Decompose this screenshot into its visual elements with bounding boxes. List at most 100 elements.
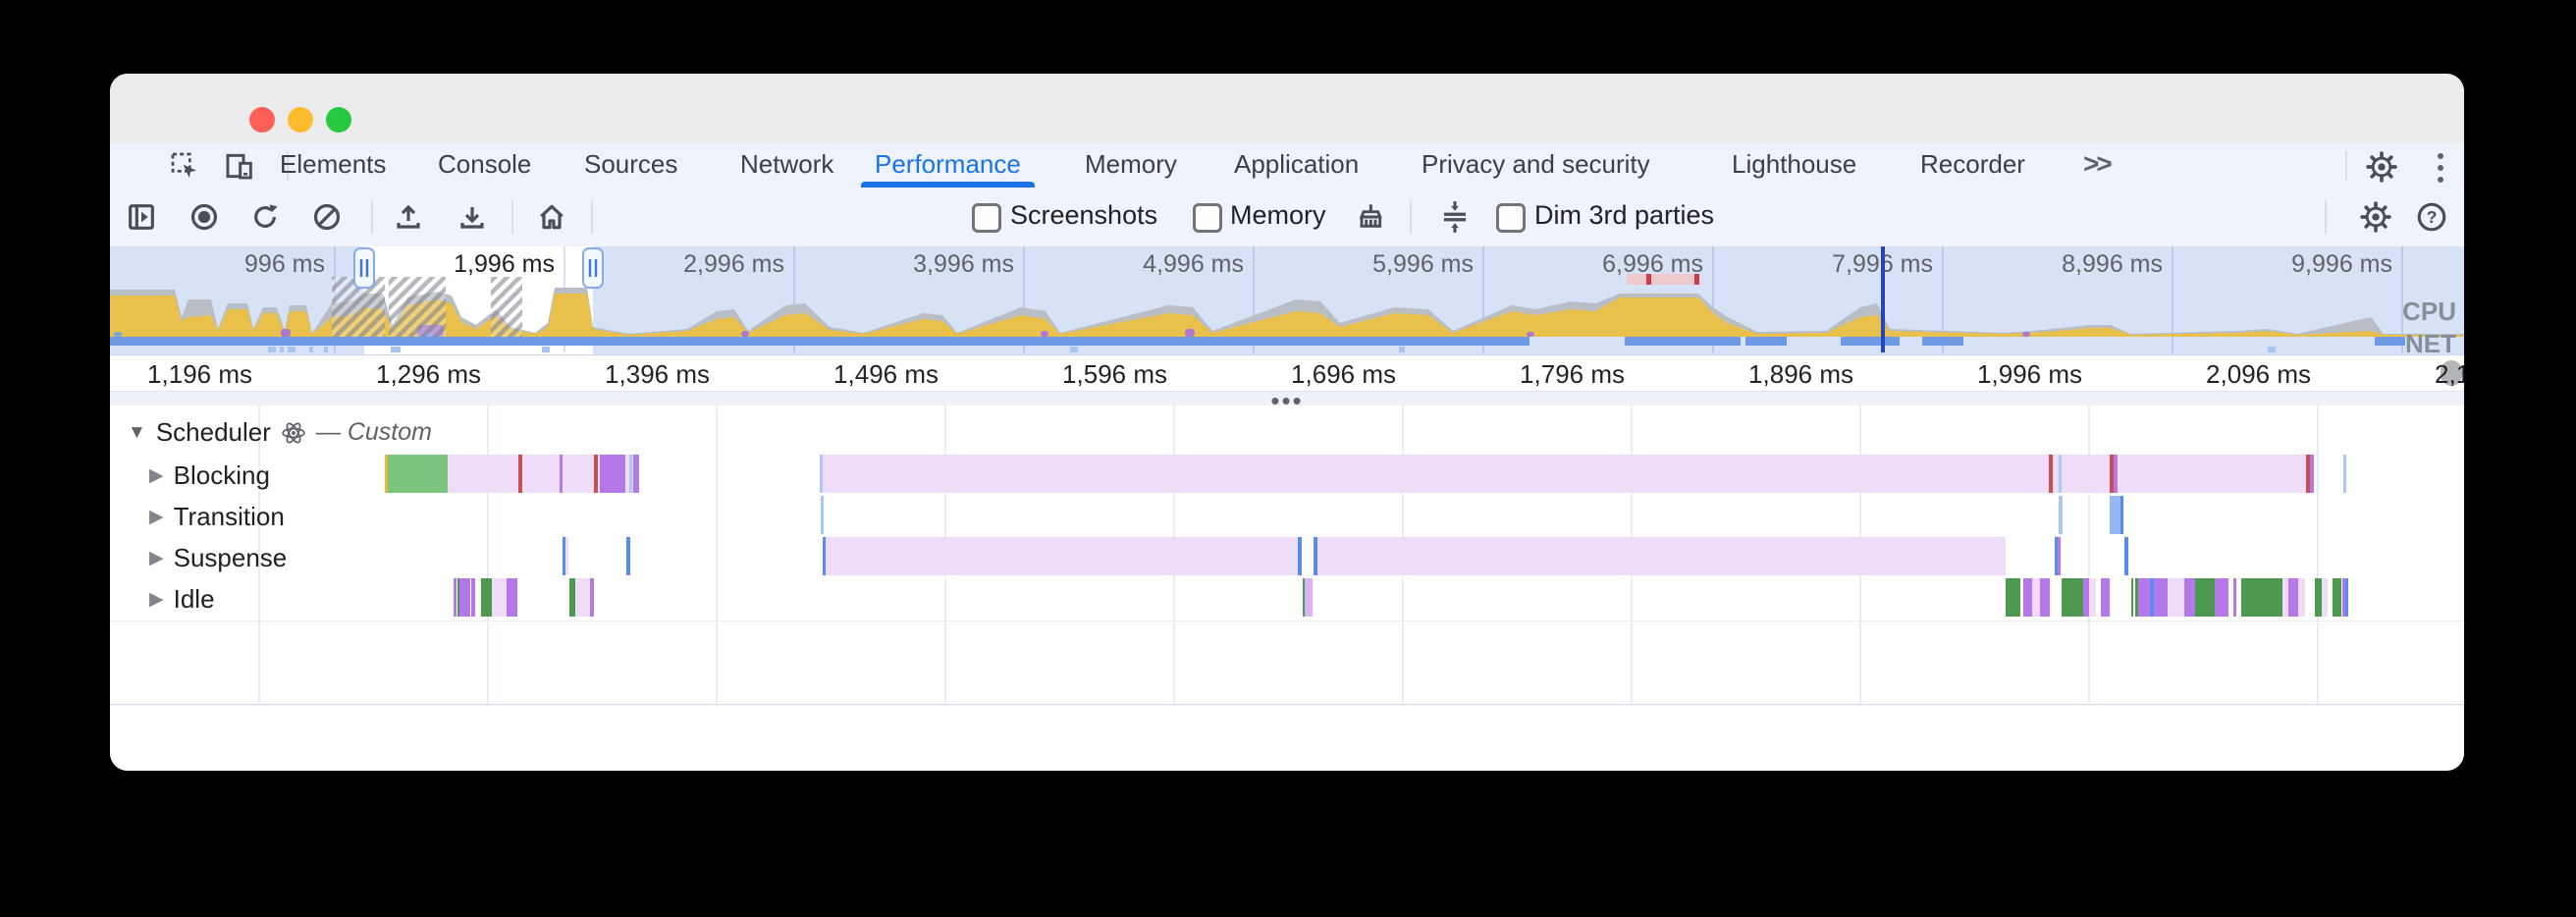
track-header-scheduler[interactable]: ▼ Scheduler — Custom: [128, 417, 432, 448]
transition-event-bar[interactable]: [2110, 496, 2122, 534]
suspense-event-bar[interactable]: [2058, 537, 2061, 575]
idle-event-bar[interactable]: [481, 578, 492, 617]
dim-3rd-parties-checkbox[interactable]: [1496, 203, 1526, 233]
clear-icon[interactable]: [311, 201, 343, 233]
expand-triangle-icon[interactable]: ▶: [149, 507, 164, 527]
blocking-event-bar[interactable]: [2059, 455, 2062, 493]
idle-event-bar[interactable]: [2023, 578, 2032, 617]
idle-event-bar[interactable]: [569, 578, 575, 617]
tab-performance[interactable]: Performance: [855, 143, 1041, 188]
tab-network[interactable]: Network: [740, 149, 834, 179]
collect-garbage-icon[interactable]: [1354, 201, 1385, 233]
idle-event-bar[interactable]: [575, 578, 590, 617]
blocking-event-bar[interactable]: [2306, 455, 2310, 493]
idle-event-bar[interactable]: [2215, 578, 2228, 617]
suspense-event-bar[interactable]: [823, 537, 826, 575]
idle-event-bar[interactable]: [2288, 578, 2298, 617]
blocking-event-bar[interactable]: [385, 455, 388, 493]
tab-lighthouse[interactable]: Lighthouse: [1732, 149, 1857, 179]
idle-event-bar[interactable]: [2150, 578, 2154, 617]
blocking-event-bar[interactable]: [388, 455, 448, 493]
expand-triangle-icon[interactable]: ▶: [149, 548, 164, 568]
macos-titlebar[interactable]: [110, 74, 2464, 144]
blocking-event-bar[interactable]: [600, 455, 625, 493]
idle-event-bar[interactable]: [459, 578, 470, 617]
idle-event-bar[interactable]: [2168, 578, 2184, 617]
idle-event-bar[interactable]: [492, 578, 504, 617]
idle-event-bar[interactable]: [2184, 578, 2195, 617]
suspense-event-bar[interactable]: [2124, 537, 2128, 575]
help-icon[interactable]: ?: [2415, 200, 2448, 234]
transition-event-bar[interactable]: [821, 496, 824, 534]
idle-event-bar[interactable]: [590, 578, 594, 617]
idle-event-bar[interactable]: [504, 578, 507, 617]
idle-event-bar[interactable]: [2315, 578, 2322, 617]
download-profile-icon[interactable]: [456, 201, 488, 233]
blocking-event-bar[interactable]: [633, 455, 639, 493]
minimize-window-icon[interactable]: [288, 107, 313, 133]
horizontal-scrollbar-thumb[interactable]: [2441, 360, 2462, 386]
suspense-event-bar[interactable]: [565, 537, 568, 575]
idle-event-bar[interactable]: [2131, 578, 2133, 617]
idle-event-bar[interactable]: [454, 578, 456, 617]
track-row-idle[interactable]: ▶Idle: [149, 584, 215, 615]
transition-event-bar[interactable]: [2120, 496, 2123, 534]
idle-event-bar[interactable]: [1303, 578, 1305, 617]
idle-event-bar[interactable]: [2040, 578, 2050, 617]
record-icon[interactable]: [188, 201, 220, 233]
device-toolbar-icon[interactable]: [224, 150, 255, 182]
idle-event-bar[interactable]: [2195, 578, 2215, 617]
blocking-event-bar[interactable]: [2114, 455, 2118, 493]
tab-sources[interactable]: Sources: [584, 149, 678, 179]
home-icon[interactable]: [536, 201, 567, 233]
suspense-event-bar[interactable]: [563, 537, 565, 575]
blocking-event-bar[interactable]: [2343, 455, 2346, 493]
blocking-event-bar[interactable]: [594, 455, 598, 493]
close-window-icon[interactable]: [249, 107, 275, 133]
tab-recorder[interactable]: Recorder: [1920, 149, 2025, 179]
zoom-window-icon[interactable]: [326, 107, 351, 133]
suspense-event-bar[interactable]: [1317, 537, 2006, 575]
idle-event-bar[interactable]: [2083, 578, 2089, 617]
blocking-event-bar[interactable]: [2110, 455, 2114, 493]
track-row-blocking[interactable]: ▶Blocking: [149, 460, 270, 491]
suspense-event-bar[interactable]: [626, 537, 630, 575]
tab-console[interactable]: Console: [438, 149, 532, 179]
inspect-element-icon[interactable]: [169, 150, 200, 182]
memory-checkbox[interactable]: [1193, 203, 1222, 233]
track-row-suspense[interactable]: ▶Suspense: [149, 543, 287, 573]
idle-event-bar[interactable]: [1305, 578, 1313, 617]
tab-privacy-and-security[interactable]: Privacy and security: [1422, 149, 1650, 179]
idle-event-bar[interactable]: [2089, 578, 2096, 617]
tab-elements[interactable]: Elements: [280, 149, 387, 179]
blocking-event-bar[interactable]: [2310, 455, 2314, 493]
more-tabs-icon[interactable]: >>: [2083, 148, 2113, 179]
memory-label[interactable]: Memory: [1230, 200, 1326, 230]
settings-gear-icon[interactable]: [2365, 150, 2398, 184]
idle-event-bar[interactable]: [507, 578, 517, 617]
suspense-event-bar[interactable]: [1314, 537, 1317, 575]
flame-chart[interactable]: ▼ Scheduler — Custom ▶Blocking▶Transitio…: [110, 405, 2464, 704]
idle-event-bar[interactable]: [2322, 578, 2328, 617]
blocking-event-bar[interactable]: [820, 455, 823, 493]
idle-event-bar[interactable]: [2138, 578, 2150, 617]
screenshots-checkbox[interactable]: [972, 203, 1001, 233]
idle-event-bar[interactable]: [2154, 578, 2168, 617]
idle-event-bar[interactable]: [2062, 578, 2083, 617]
blocking-event-bar[interactable]: [518, 455, 522, 493]
upload-profile-icon[interactable]: [393, 201, 424, 233]
transition-event-bar[interactable]: [2059, 496, 2063, 534]
screenshots-label[interactable]: Screenshots: [1010, 200, 1158, 230]
idle-event-bar[interactable]: [2333, 578, 2341, 617]
idle-event-bar[interactable]: [2101, 578, 2110, 617]
suspense-event-bar[interactable]: [826, 537, 1298, 575]
dim-3rd-parties-label[interactable]: Dim 3rd parties: [1534, 200, 1715, 230]
idle-event-bar[interactable]: [2342, 578, 2345, 617]
idle-event-bar[interactable]: [471, 578, 475, 617]
panel-settings-gear-icon[interactable]: [2359, 200, 2392, 234]
reload-record-icon[interactable]: [249, 201, 281, 233]
expand-triangle-icon[interactable]: ▶: [149, 589, 164, 610]
toggle-sidebar-icon[interactable]: [126, 201, 157, 233]
idle-event-bar[interactable]: [457, 578, 459, 617]
